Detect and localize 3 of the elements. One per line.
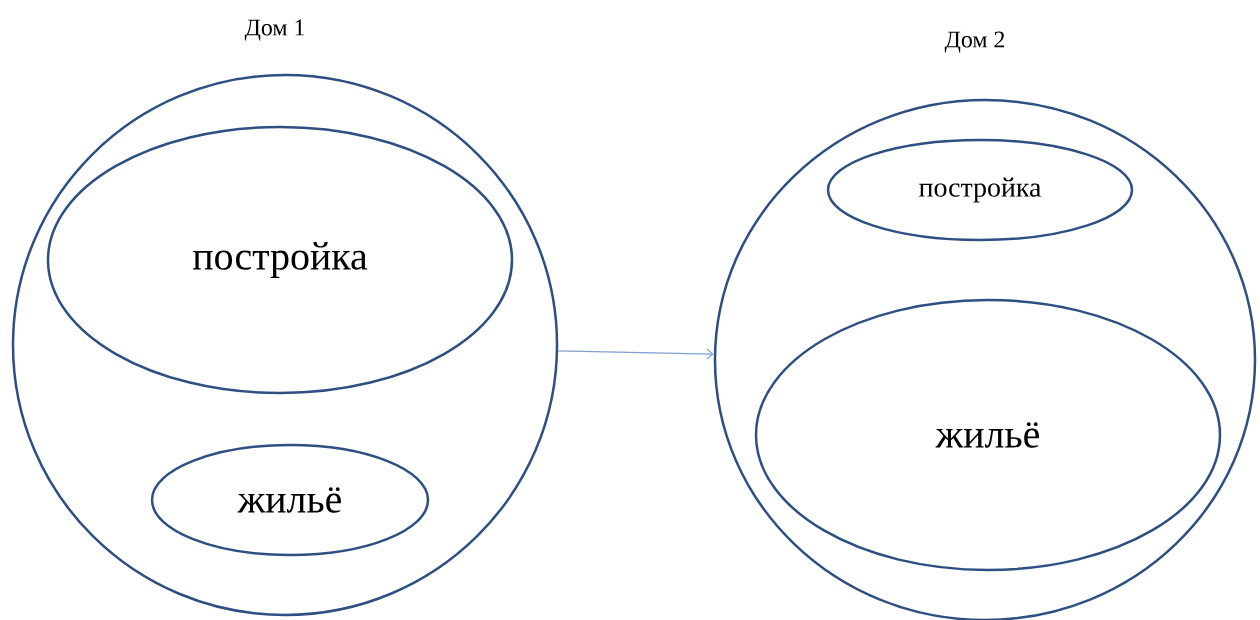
- arrow: [557, 348, 714, 360]
- heading: Дом 2: [944, 31, 1005, 53]
- heading: Дом 1: [244, 19, 304, 41]
